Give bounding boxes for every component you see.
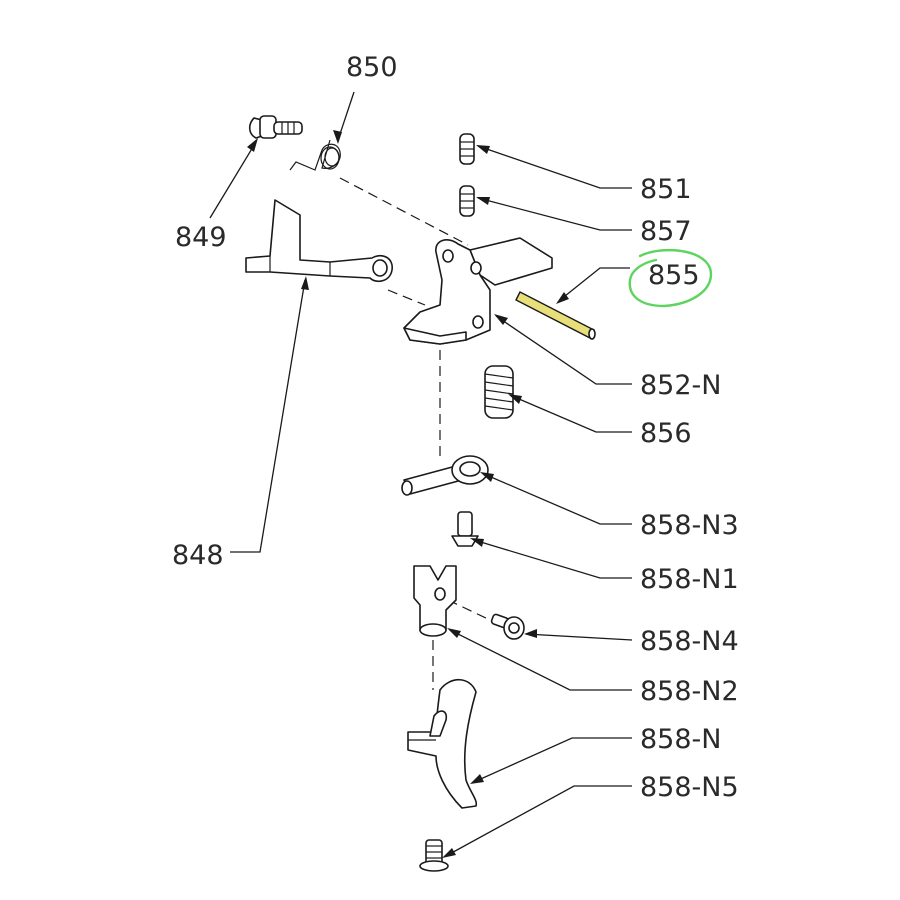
arrowhead-855 — [556, 292, 569, 304]
assembly-axis-lines — [339, 177, 491, 690]
leader-lines — [209, 91, 633, 858]
part-858-n5-screw — [419, 839, 449, 872]
part-858-n2-clevis — [413, 565, 457, 637]
arrowhead-852-n — [494, 314, 508, 325]
label-850: 850 — [346, 52, 398, 83]
leader-858-n3 — [483, 473, 632, 525]
label-858-n: 858-N — [640, 724, 721, 755]
label-856: 856 — [640, 418, 692, 449]
arrowhead-858-n — [470, 774, 484, 784]
part-858-n-trigger — [407, 678, 478, 809]
part-857-set-screw — [459, 185, 475, 217]
label-848: 848 — [172, 540, 224, 571]
arrowhead-857 — [476, 197, 490, 205]
arrowhead-851 — [476, 145, 490, 154]
arrowhead-858-n3 — [480, 472, 494, 482]
callout-labels: 850 849 851 857 855 852-N 856 848 858-N3… — [172, 52, 739, 803]
part-850-torsion-spring — [289, 139, 341, 171]
part-852-n-bracket — [403, 237, 553, 345]
label-849: 849 — [175, 222, 227, 253]
label-852-n: 852-N — [640, 370, 721, 401]
arrowhead-858-n2 — [447, 628, 461, 638]
axis-line-lever — [387, 289, 426, 306]
label-858-n4: 858-N4 — [640, 626, 739, 657]
highlight-circle-855 — [628, 248, 713, 308]
part-855-pin — [515, 291, 596, 340]
leader-856 — [511, 395, 632, 433]
arrowhead-858-n5 — [442, 848, 456, 858]
label-858-n1: 858-N1 — [640, 564, 739, 595]
leader-849 — [209, 141, 257, 219]
arrowhead-849 — [247, 138, 258, 152]
label-858-n2: 858-N2 — [640, 676, 739, 707]
leader-848 — [230, 279, 306, 553]
leader-852-n — [495, 315, 632, 385]
arrowhead-850 — [333, 130, 342, 144]
arrowhead-848 — [301, 276, 309, 290]
arrowhead-858-n4 — [524, 629, 537, 638]
leader-858-n4 — [525, 633, 633, 641]
leader-858-n5 — [445, 785, 632, 857]
arrowhead-858-n1 — [470, 538, 484, 547]
axis-line-spring — [339, 177, 469, 246]
part-858-n4-screw — [490, 613, 525, 640]
leader-858-n2 — [449, 629, 632, 691]
part-848-lever — [245, 199, 393, 283]
part-849-shoulder-screw — [248, 115, 303, 139]
label-855: 855 — [648, 260, 700, 291]
leader-857 — [477, 197, 632, 231]
leader-858-n1 — [473, 539, 632, 579]
part-856-spring — [484, 365, 514, 419]
axis-line-screw — [447, 599, 491, 621]
arrowhead-856 — [508, 394, 522, 404]
part-858-n3-eye-bolt — [401, 455, 489, 496]
label-858-n5: 858-N5 — [640, 772, 739, 803]
label-858-n3: 858-N3 — [640, 510, 739, 541]
leader-855 — [559, 267, 630, 301]
label-857: 857 — [640, 216, 692, 247]
label-851: 851 — [640, 174, 692, 205]
leader-858-n — [473, 737, 632, 783]
leader-851 — [477, 145, 632, 189]
part-851-set-screw — [459, 133, 475, 165]
